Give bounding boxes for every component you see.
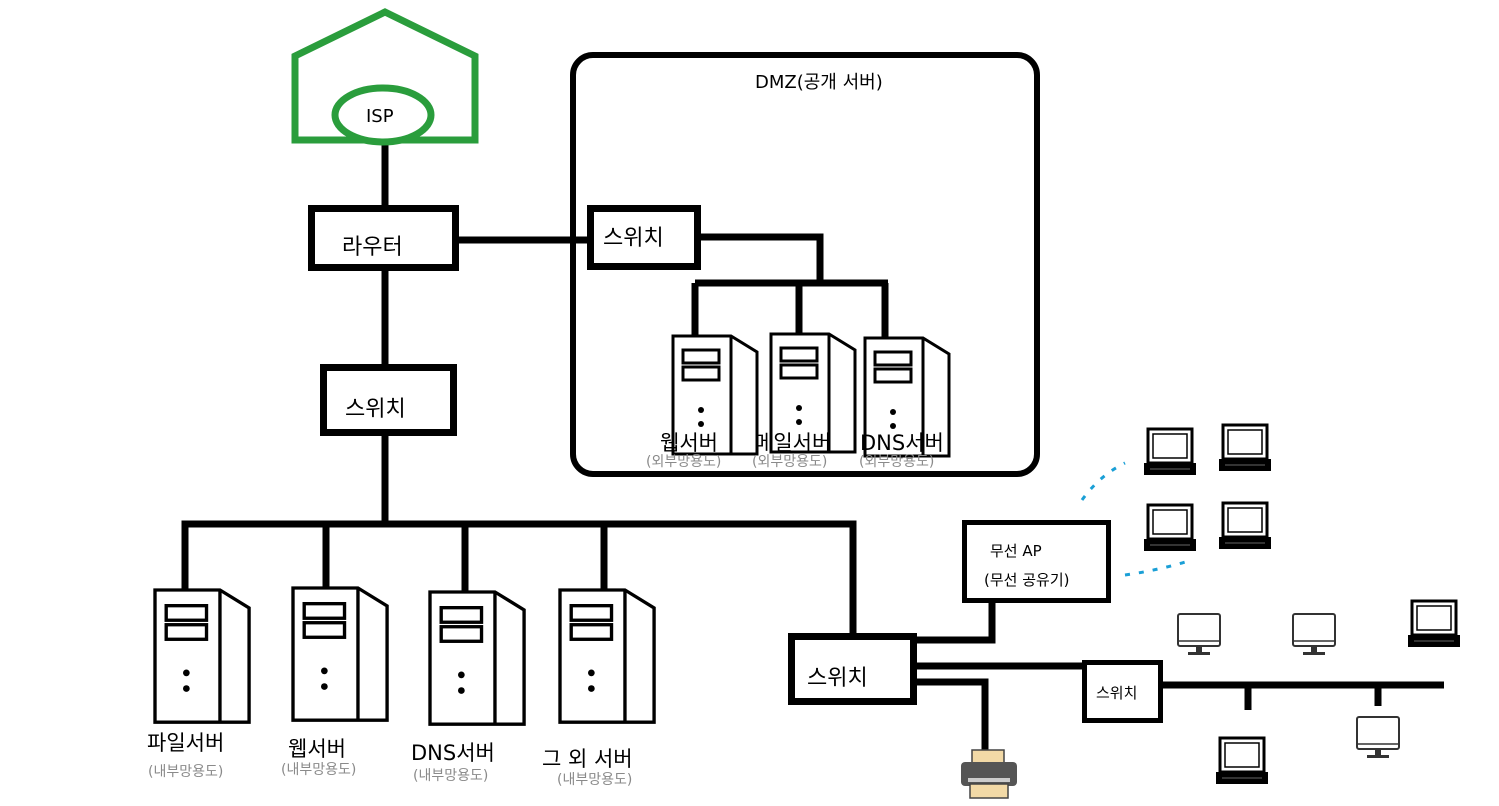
laptop-icon xyxy=(1217,423,1273,473)
internal-server-name: 웹서버 xyxy=(288,737,346,761)
lan-switch-label: 스위치 xyxy=(807,666,868,691)
dmz-zone xyxy=(570,52,1040,477)
internal-server-usage: (내부망용도) xyxy=(281,762,357,778)
internal-server-icon xyxy=(428,590,526,726)
isp-label: ISP xyxy=(366,106,394,127)
monitor-icon xyxy=(1177,613,1221,656)
wifi-signal-icon xyxy=(1080,461,1193,577)
sub-switch-label: 스위치 xyxy=(1096,684,1138,702)
dmz-server-name: DNS서버 xyxy=(860,431,944,455)
core-switch-box: 스위치 xyxy=(320,364,457,436)
monitor-icon xyxy=(1292,613,1336,656)
laptop-icon xyxy=(1214,736,1270,786)
internal-server-name: DNS서버 xyxy=(411,741,495,765)
sub-switch-box: 스위치 xyxy=(1082,660,1163,723)
router-label: 라우터 xyxy=(342,235,403,260)
internal-server-icon xyxy=(153,588,251,724)
laptop-icon xyxy=(1142,503,1198,553)
internal-server-usage: (내부망용도) xyxy=(557,772,633,788)
internal-server-icon xyxy=(291,586,389,722)
dmz-server-usage: (외부망용도) xyxy=(859,454,935,470)
internal-server-usage: (내부망용도) xyxy=(413,768,489,784)
lan-switch-box: 스위치 xyxy=(788,633,917,705)
internal-server-name: 파일서버 xyxy=(147,731,225,755)
laptop-icon xyxy=(1142,427,1198,477)
dmz-server-usage: (외부망용도) xyxy=(752,454,828,470)
core-switch-label: 스위치 xyxy=(345,397,406,422)
dmz-server-usage: (외부망용도) xyxy=(646,454,722,470)
monitor-icon xyxy=(1356,716,1400,759)
internal-server-usage: (내부망용도) xyxy=(148,764,224,780)
connection-lines xyxy=(181,140,1444,752)
ap-label: 무선 AP xyxy=(990,542,1042,560)
dmz-title: DMZ(공개 서버) xyxy=(755,72,883,93)
dmz-server-name: 웹서버 xyxy=(660,431,718,455)
internal-server-icon xyxy=(558,588,656,724)
wireless-ap-box: 무선 AP (무선 공유기) xyxy=(962,520,1111,603)
dmz-switch-label: 스위치 xyxy=(603,226,664,251)
laptop-icon xyxy=(1217,501,1273,551)
dmz-switch-box: 스위치 xyxy=(587,205,701,270)
printer-icon xyxy=(961,749,1017,799)
laptop-icon xyxy=(1406,599,1462,649)
ap-sublabel: (무선 공유기) xyxy=(984,571,1070,589)
dmz-server-name: 메일서버 xyxy=(754,431,832,455)
router-box: 라우터 xyxy=(308,205,459,271)
internal-server-name: 그 외 서버 xyxy=(542,747,633,771)
isp-cloud-icon xyxy=(291,8,479,146)
